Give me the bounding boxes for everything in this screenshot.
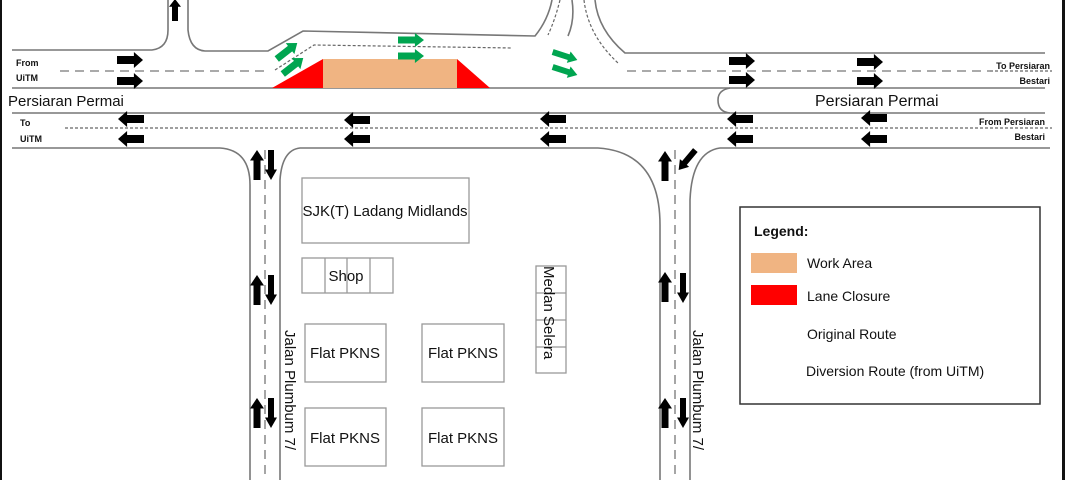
frame-border-right <box>1062 0 1065 480</box>
flat-pkns-3: Flat PKNS <box>304 407 387 467</box>
flat-pkns-4: Flat PKNS <box>421 407 505 467</box>
diversion-route-arrow <box>398 33 424 47</box>
original-route-arrow-west <box>540 131 566 147</box>
diversion-route-arrow <box>280 57 304 77</box>
label-to-uitm-2: UiTM <box>20 134 42 144</box>
original-route-arrow-west <box>727 111 753 127</box>
road-name-persiaran-permai-right: Persiaran Permai <box>815 93 939 110</box>
legend-label-lane-closure: Lane Closure <box>807 288 890 304</box>
original-route-arrow-up <box>658 272 672 302</box>
label-from-persiaran-bestari-1: From Persiaran <box>979 117 1045 127</box>
flat-label: Flat PKNS <box>428 345 498 362</box>
legend: Legend: Work Area Lane Closure Original … <box>739 206 1041 405</box>
flat-label: Flat PKNS <box>310 345 380 362</box>
original-route-arrow-east <box>857 73 883 89</box>
diversion-route-arrow <box>274 42 298 62</box>
lane-closure-taper-left <box>272 59 323 88</box>
label-to-persiaran-bestari-2: Bestari <box>1019 76 1050 86</box>
diversion-route-arrow <box>551 64 578 78</box>
original-route-arrow-west <box>344 112 370 128</box>
legend-swatch-work-area <box>751 253 797 273</box>
shop-row: Shop <box>301 257 394 294</box>
original-route-arrow-north <box>169 0 181 21</box>
legend-label-diversion-route: Diversion Route (from UiTM) <box>806 363 984 379</box>
original-route-arrow-down <box>265 398 277 428</box>
school-label: SJK(T) Ladang Midlands <box>302 203 467 220</box>
frame-border-left <box>0 0 2 480</box>
westbound-carriageway <box>12 112 1052 480</box>
road-name-jalan-plumbum-right: Jalan Plumbum 7/ <box>689 330 706 451</box>
original-route-arrow-up <box>658 398 672 428</box>
original-route-arrow-west <box>118 131 144 147</box>
original-route-arrow-west <box>861 110 887 126</box>
original-route-arrow-west <box>344 131 370 147</box>
original-route-arrow-east <box>729 53 755 69</box>
work-zone <box>272 59 490 88</box>
original-route-arrow-east <box>857 54 883 70</box>
school-building: SJK(T) Ladang Midlands <box>301 177 470 244</box>
label-to-persiaran-bestari-1: To Persiaran <box>996 61 1050 71</box>
flat-pkns-2: Flat PKNS <box>421 323 505 383</box>
median-nose <box>717 87 731 114</box>
original-route-arrow-east <box>117 52 143 68</box>
eastbound-carriageway <box>12 0 1052 89</box>
legend-label-original-route: Original Route <box>807 326 897 342</box>
label-to-uitm-1: To <box>20 118 31 128</box>
diversion-route-arrow <box>398 49 424 63</box>
label-from-persiaran-bestari-2: Bestari <box>1014 132 1045 142</box>
flat-label: Flat PKNS <box>310 430 380 447</box>
original-route-arrow-down <box>677 273 689 303</box>
original-route-arrow-west <box>727 131 753 147</box>
original-route-arrow-up <box>250 275 264 305</box>
original-route-arrow-turn-in <box>678 148 698 170</box>
original-route-arrow-up <box>250 398 264 428</box>
work-area <box>323 59 457 88</box>
original-route-arrow-down <box>677 398 689 428</box>
flat-label: Flat PKNS <box>428 430 498 447</box>
shop-label: Shop <box>328 268 363 285</box>
medan-selera-label: Medan Selera <box>540 266 557 360</box>
diversion-route-arrow <box>551 49 578 63</box>
road-name-jalan-plumbum-left: Jalan Plumbum 7/ <box>281 330 298 451</box>
label-from-uitm-1: From <box>16 58 39 68</box>
legend-label-work-area: Work Area <box>807 255 872 271</box>
original-route-arrow-west <box>861 131 887 147</box>
original-route-arrow-up <box>658 151 672 181</box>
medan-selera: Medan Selera <box>535 265 567 374</box>
label-from-uitm-2: UiTM <box>16 73 38 83</box>
legend-swatch-lane-closure <box>751 285 797 305</box>
original-route-arrow-up <box>250 150 264 180</box>
road-name-persiaran-permai-left: Persiaran Permai <box>8 93 124 110</box>
lane-closure-taper-right <box>457 59 490 88</box>
original-route-arrow-east <box>117 73 143 89</box>
original-route-arrow-east <box>729 72 755 88</box>
flat-pkns-1: Flat PKNS <box>304 323 387 383</box>
legend-title: Legend: <box>754 223 808 239</box>
route-arrows <box>117 0 887 428</box>
original-route-arrow-west <box>118 111 144 127</box>
original-route-arrow-west <box>540 111 566 127</box>
original-route-arrow-down <box>265 150 277 180</box>
original-route-arrow-down <box>265 275 277 305</box>
